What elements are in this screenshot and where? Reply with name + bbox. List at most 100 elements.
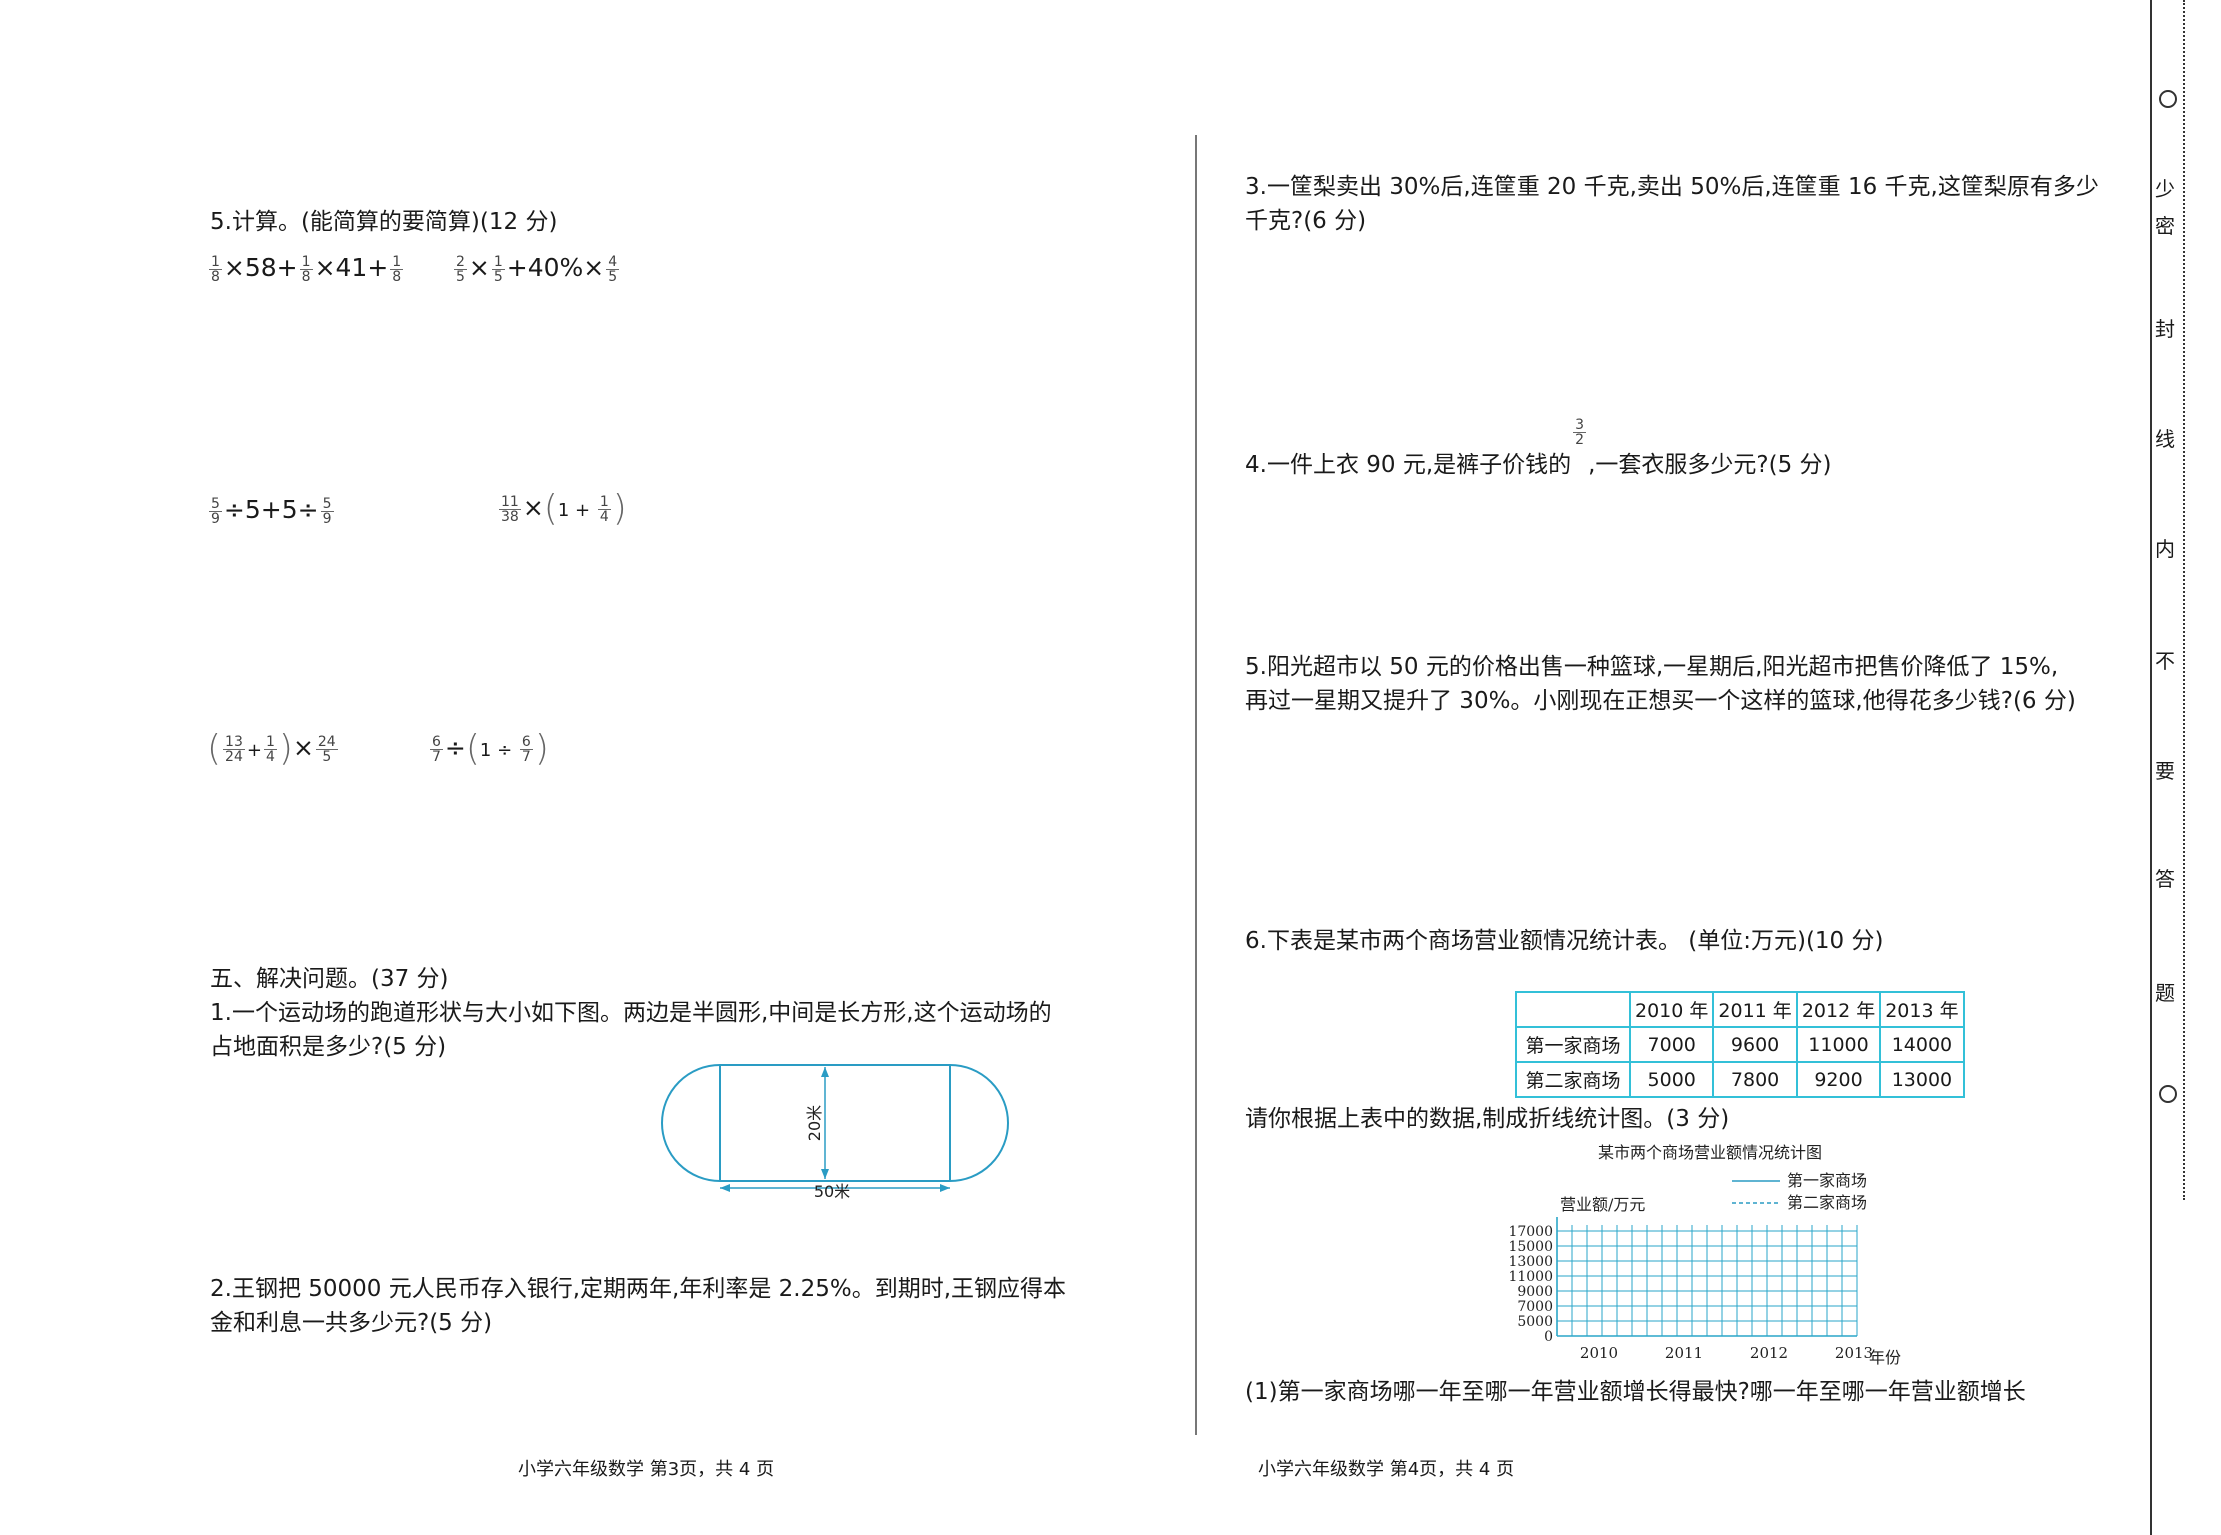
question-2-line-2: 金和利息一共多少元?(5 分): [210, 1310, 493, 1336]
binding-char: 题: [2155, 981, 2175, 1005]
binding-char: 要: [2155, 759, 2175, 783]
y-tick-label: 11000: [1508, 1269, 1553, 1285]
y-tick-label: 15000: [1508, 1239, 1553, 1255]
binding-hole-circle: [2159, 1085, 2177, 1103]
table-cell: 7800: [1712, 1061, 1798, 1098]
arrow-left-icon: [720, 1184, 730, 1192]
chart-title: 某市两个商场营业额情况统计图: [1598, 1143, 1822, 1162]
track-width-label: 20米: [805, 1105, 824, 1141]
binding-char: 少: [2155, 177, 2175, 201]
table-cell: 第二家商场: [1515, 1061, 1631, 1098]
y-tick-label: 5000: [1517, 1314, 1553, 1330]
section5-title: 5.计算。(能简算的要简算)(12 分): [210, 209, 558, 235]
table-cell: 11000: [1795, 1026, 1882, 1063]
table-row: 第一家商场 7000 9600 11000 14000: [1515, 1026, 1965, 1063]
question-6-instruction: 请你根据上表中的数据,制成折线统计图。(3 分): [1245, 1106, 1730, 1132]
table-header-row: 2010 年 2011 年 2012 年 2013 年: [1515, 991, 1965, 1028]
y-axis-label: 营业额/万元: [1560, 1195, 1645, 1214]
running-track-figure: 20米 50米: [661, 1064, 1009, 1201]
blank-line-chart: 某市两个商场营业额情况统计图 第一家商场 第二家商场 营业额/万元 170001…: [1508, 1143, 1901, 1367]
question-6-title: 6.下表是某市两个商场营业额情况统计表。 (单位:万元)(10 分): [1245, 928, 1884, 954]
y-tick-label: 13000: [1508, 1254, 1553, 1270]
page-footer-right: 小学六年级数学 第4页，共 4 页: [1258, 1459, 1515, 1480]
binding-hole-circle: [2159, 90, 2177, 108]
binding-char: 封: [2155, 317, 2175, 341]
table-cell: 9600: [1712, 1026, 1798, 1063]
binding-char: 密: [2155, 214, 2175, 238]
table-cell: 14000: [1879, 1026, 1965, 1063]
y-tick-label: 0: [1544, 1329, 1553, 1345]
x-tick-label: 2011: [1665, 1344, 1703, 1362]
table-cell: 9200: [1795, 1061, 1882, 1098]
x-tick-label: 2010: [1580, 1344, 1618, 1362]
track-length-label: 50米: [814, 1182, 850, 1201]
arrow-up-icon: [821, 1067, 829, 1077]
y-tick-label: 17000: [1508, 1224, 1553, 1240]
question-1-line-1: 1.一个运动场的跑道形状与大小如下图。两边是半圆形,中间是长方形,这个运动场的: [210, 1000, 1052, 1026]
question-1-line-2: 占地面积是多少?(5 分): [210, 1034, 447, 1060]
question-5-line-1: 5.阳光超市以 50 元的价格出售一种篮球,一星期后,阳光超市把售价降低了 15…: [1245, 654, 2059, 680]
table-cell: 13000: [1879, 1061, 1965, 1098]
y-tick-label: 7000: [1517, 1299, 1553, 1315]
binding-char: 内: [2155, 537, 2175, 561]
table-header-cell: 2011 年: [1712, 991, 1798, 1028]
binding-dotted-line: [2183, 0, 2185, 1200]
sales-table: 2010 年 2011 年 2012 年 2013 年 第一家商场 7000 9…: [1515, 991, 1965, 1098]
x-tick-label: 2013: [1835, 1344, 1873, 1362]
question-3-line-2: 千克?(6 分): [1245, 208, 1367, 234]
y-tick-label: 9000: [1517, 1284, 1553, 1300]
table-cell: [1515, 991, 1631, 1028]
question-3-line-1: 3.一筐梨卖出 30%后,连筐重 20 千克,卖出 50%后,连筐重 16 千克…: [1245, 174, 2099, 200]
binding-char: 答: [2155, 867, 2175, 891]
question-6-sub-1: (1)第一家商场哪一年至哪一年营业额增长得最快?哪一年至哪一年营业额增长: [1245, 1379, 2026, 1405]
table-header-cell: 2012 年: [1795, 991, 1882, 1028]
legend-label-2: 第二家商场: [1787, 1193, 1867, 1212]
x-tick-labels: 2010 2011 2012 2013: [1580, 1344, 1873, 1362]
chart-grid: [1556, 1217, 1858, 1337]
table-row: 第二家商场 5000 7800 9200 13000: [1515, 1061, 1965, 1098]
page-footer-left: 小学六年级数学 第3页，共 4 页: [518, 1459, 775, 1480]
binding-edge-line: [2150, 0, 2152, 1535]
legend-label-1: 第一家商场: [1787, 1171, 1867, 1190]
question-2-line-1: 2.王钢把 50000 元人民币存入银行,定期两年,年利率是 2.25%。到期时…: [210, 1276, 1067, 1302]
table-cell: 第一家商场: [1515, 1026, 1631, 1063]
table-header-cell: 2013 年: [1879, 991, 1965, 1028]
arrow-right-icon: [940, 1184, 950, 1192]
track-outline: [661, 1064, 1009, 1182]
table-header-cell: 2010 年: [1628, 991, 1715, 1028]
page-divider: [1195, 135, 1197, 1435]
section-five-title: 五、解决问题。(37 分): [210, 966, 449, 992]
binding-char: 不: [2155, 649, 2175, 673]
binding-char: 线: [2155, 427, 2175, 451]
question-5-line-2: 再过一星期又提升了 30%。小刚现在正想买一个这样的篮球,他得花多少钱?(6 分…: [1245, 688, 2076, 714]
arrow-down-icon: [821, 1169, 829, 1179]
x-axis-label: 年份: [1869, 1348, 1901, 1367]
table-cell: 5000: [1628, 1061, 1715, 1098]
x-tick-label: 2012: [1750, 1344, 1788, 1362]
table-cell: 7000: [1628, 1026, 1715, 1063]
